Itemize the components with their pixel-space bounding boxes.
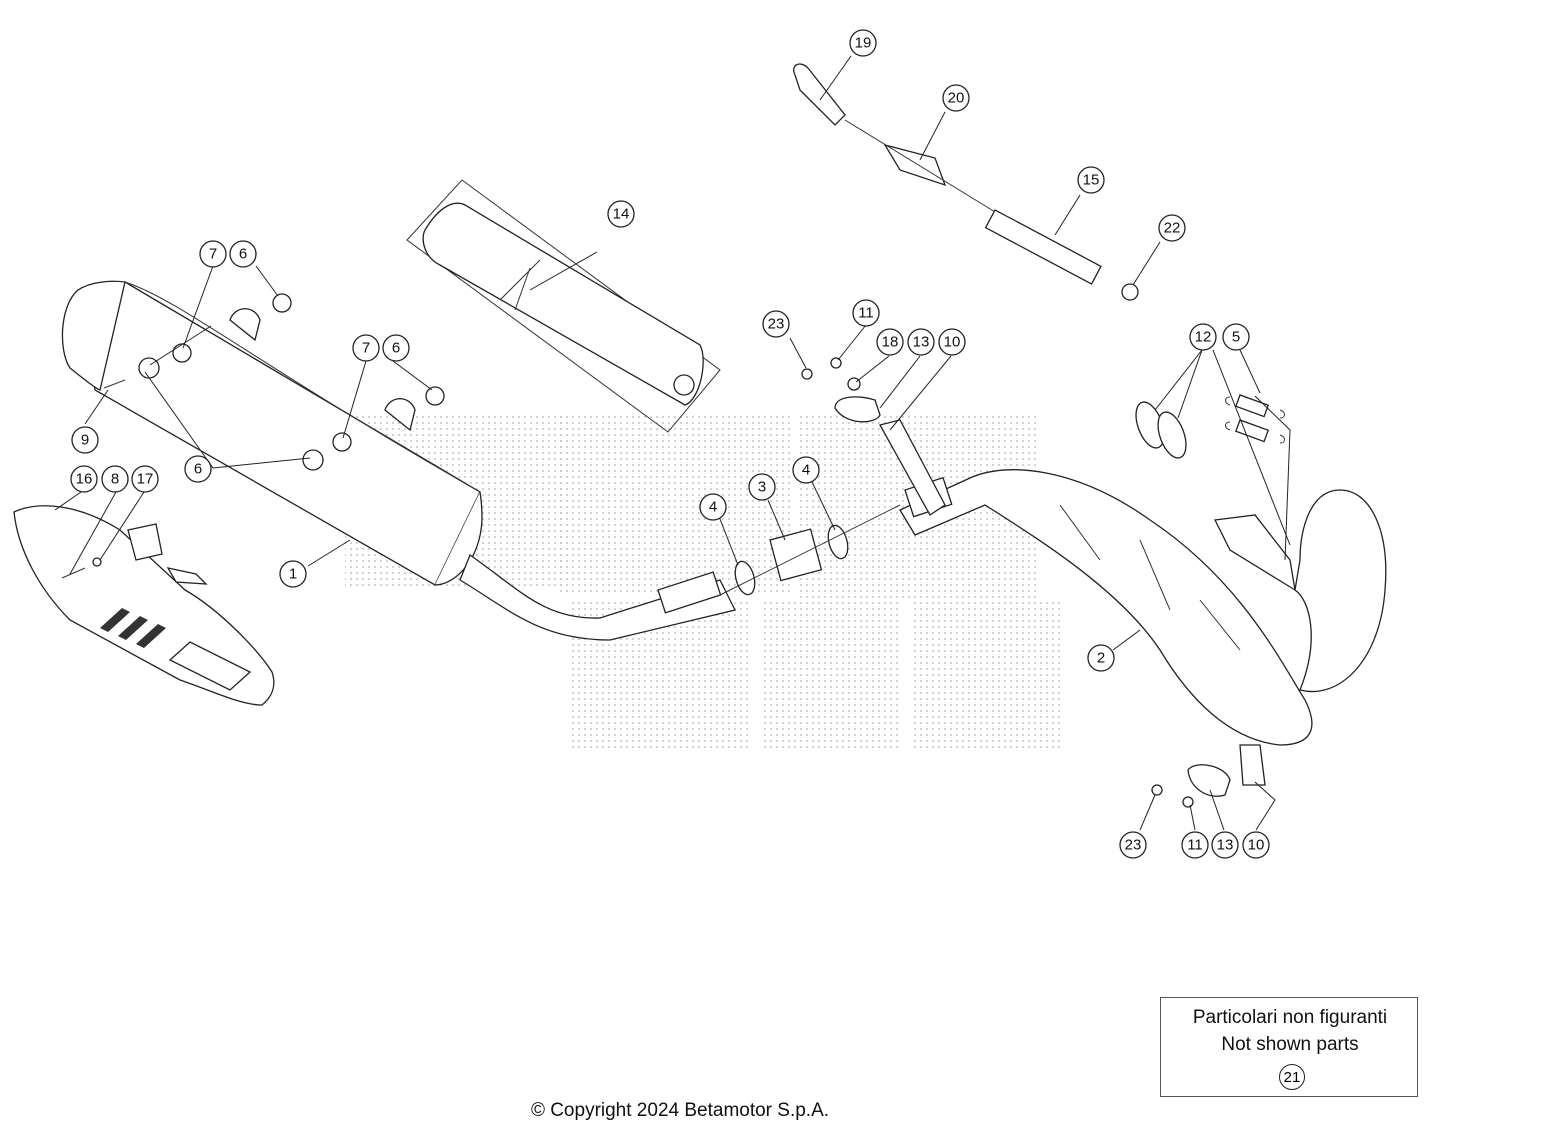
- callout-17: 17: [131, 465, 159, 493]
- svg-text:5: 5: [1232, 329, 1240, 346]
- callout-9: 9: [71, 426, 99, 454]
- callout-14: 14: [607, 200, 635, 228]
- svg-text:11: 11: [858, 305, 874, 322]
- svg-text:11: 11: [1187, 837, 1203, 854]
- not-shown-title-it: Particolari non figuranti: [1192, 1007, 1388, 1028]
- callout-1: 1: [279, 560, 307, 588]
- silencer-packing: [406, 179, 721, 433]
- callout-6c: 6: [184, 455, 212, 483]
- leader-lines: [54, 55, 1291, 831]
- upper-bracket: [801, 357, 946, 516]
- callout-12: 12: [1189, 323, 1217, 351]
- center-coupler: [719, 504, 901, 596]
- callout-7a: 7: [199, 240, 227, 268]
- svg-text:4: 4: [802, 462, 810, 479]
- svg-text:8: 8: [111, 471, 119, 488]
- callout-23b: 23: [1119, 831, 1147, 859]
- callout-6a: 6: [229, 240, 257, 268]
- vent-hose-assembly: [793, 63, 1139, 301]
- callout-10b: 10: [1242, 831, 1270, 859]
- heat-shield: [13, 505, 275, 706]
- svg-text:13: 13: [1217, 837, 1234, 854]
- svg-text:14: 14: [613, 206, 630, 223]
- svg-text:19: 19: [855, 35, 872, 52]
- svg-text:16: 16: [76, 471, 93, 488]
- svg-text:20: 20: [948, 90, 965, 107]
- not-shown-parts-box: Particolari non figuranti Not shown part…: [1160, 997, 1418, 1097]
- callout-2: 2: [1087, 644, 1115, 672]
- callout-20: 20: [942, 84, 970, 112]
- svg-text:1: 1: [289, 566, 297, 583]
- callout-4a: 4: [699, 493, 727, 521]
- svg-text:9: 9: [81, 432, 89, 449]
- callout-19: 19: [849, 29, 877, 57]
- callout-11a: 11: [852, 299, 880, 327]
- svg-text:12: 12: [1195, 329, 1212, 346]
- svg-text:10: 10: [944, 334, 961, 351]
- svg-text:22: 22: [1164, 220, 1181, 237]
- callout-18: 18: [876, 328, 904, 356]
- callout-3: 3: [748, 473, 776, 501]
- callout-13b: 13: [1211, 831, 1239, 859]
- callout-13a: 13: [907, 328, 935, 356]
- callout-4b: 4: [792, 456, 820, 484]
- svg-text:13: 13: [913, 334, 930, 351]
- svg-text:23: 23: [1125, 837, 1142, 854]
- not-shown-title-en: Not shown parts: [1221, 1034, 1359, 1055]
- svg-text:17: 17: [137, 471, 154, 488]
- svg-text:3: 3: [758, 479, 766, 496]
- svg-text:6: 6: [194, 461, 202, 478]
- callout-5: 5: [1222, 323, 1250, 351]
- callout-10a: 10: [938, 328, 966, 356]
- svg-text:4: 4: [709, 499, 717, 516]
- svg-text:15: 15: [1083, 172, 1100, 189]
- callout-22: 22: [1158, 214, 1186, 242]
- callout-15: 15: [1077, 166, 1105, 194]
- callout-11b: 11: [1181, 831, 1209, 859]
- o-rings: [1135, 401, 1187, 459]
- callout-23a: 23: [762, 310, 790, 338]
- svg-text:7: 7: [362, 340, 370, 357]
- svg-text:7: 7: [209, 246, 217, 263]
- callout-16: 16: [70, 465, 98, 493]
- svg-text:2: 2: [1097, 650, 1105, 667]
- callout-21: 21: [1279, 1064, 1305, 1090]
- svg-text:18: 18: [882, 334, 899, 351]
- svg-text:6: 6: [239, 246, 247, 263]
- callout-6b: 6: [382, 334, 410, 362]
- callout-8: 8: [101, 465, 129, 493]
- lower-bracket: [1151, 764, 1231, 808]
- svg-text:10: 10: [1248, 837, 1265, 854]
- expansion-chamber: [899, 469, 1387, 786]
- svg-text:6: 6: [392, 340, 400, 357]
- springs: [1225, 394, 1285, 444]
- svg-text:23: 23: [768, 316, 785, 333]
- mid-pipe: [459, 553, 736, 641]
- callout-7b: 7: [352, 334, 380, 362]
- copyright-notice: © Copyright 2024 Betamotor S.p.A.: [530, 1100, 830, 1121]
